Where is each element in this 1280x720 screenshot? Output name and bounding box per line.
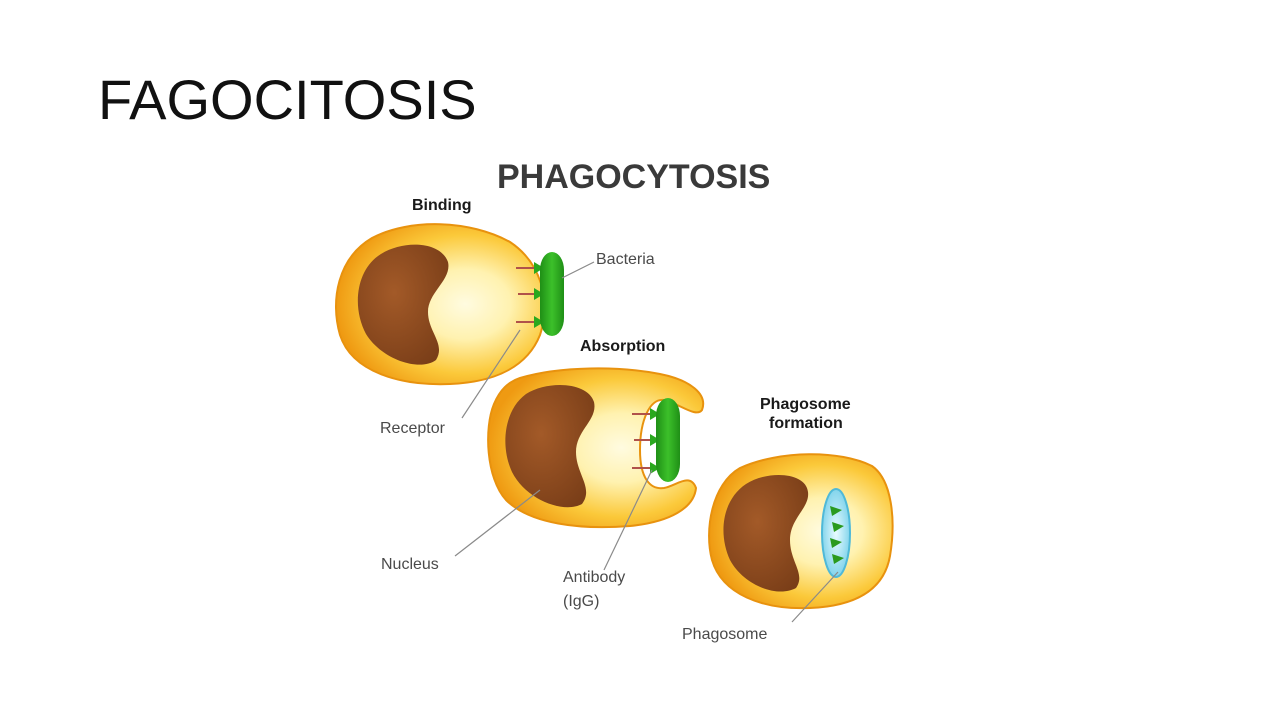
label-phagosome: Phagosome	[682, 626, 767, 643]
bacteria-shape	[656, 398, 680, 482]
bacteria-shape	[540, 252, 564, 336]
phagosome-cell	[708, 453, 894, 610]
label-antibody-2: (IgG)	[563, 593, 599, 610]
receptors	[516, 267, 534, 323]
leader-antibody	[603, 469, 653, 571]
absorption-cell	[487, 367, 705, 529]
stage-label-binding: Binding	[412, 197, 472, 214]
leader-nucleus	[454, 489, 541, 557]
leader-phagosome	[791, 571, 839, 623]
phagosome-shape	[821, 488, 851, 578]
binding-cell	[334, 223, 564, 386]
leader-bacteria	[561, 261, 595, 279]
stage-label-phagosome-formation-1: Phagosome	[760, 396, 851, 413]
antibodies	[650, 408, 660, 474]
diagram-heading: PHAGOCYTOSIS	[497, 158, 770, 196]
label-antibody-1: Antibody	[563, 569, 625, 586]
label-nucleus: Nucleus	[381, 556, 439, 573]
receptors	[632, 413, 650, 469]
label-receptor: Receptor	[380, 420, 446, 437]
stage-label-phagosome-formation-2: formation	[769, 415, 843, 432]
nucleus-shape	[505, 384, 595, 508]
stage-label-absorption: Absorption	[580, 338, 665, 355]
nucleus-shape	[357, 244, 449, 365]
nucleus-shape	[723, 474, 809, 592]
antibodies	[534, 262, 544, 328]
slide-title: FAGOCITOSIS	[98, 68, 477, 131]
engulfed-bacteria	[830, 506, 844, 564]
label-bacteria: Bacteria	[596, 251, 655, 268]
leader-receptor	[461, 329, 521, 419]
